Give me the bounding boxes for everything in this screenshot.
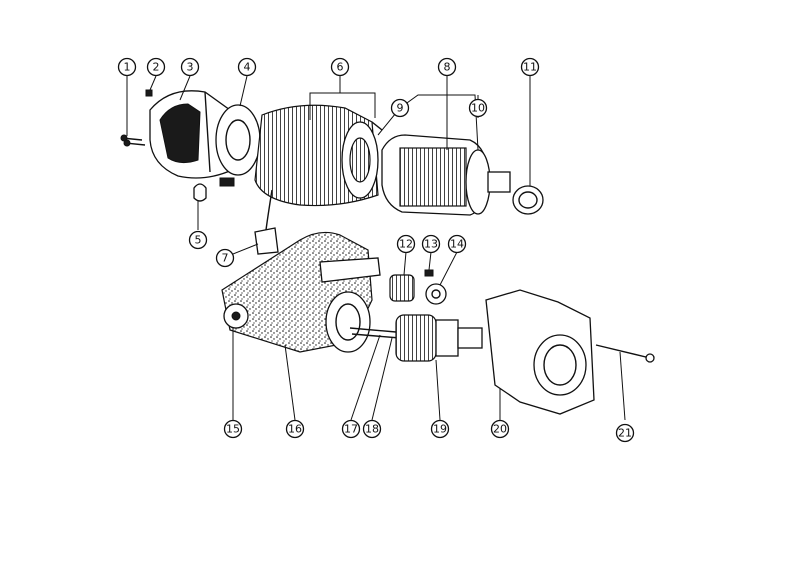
callout-13: 13 [421,234,441,254]
part-ring [425,283,447,305]
svg-text:10: 10 [471,102,485,115]
part-bolts [349,327,401,339]
svg-text:3: 3 [187,61,194,74]
leader-lines [126,75,626,421]
part-long-bolt [595,344,655,363]
svg-text:20: 20 [493,423,507,436]
callout-2: 2 [146,57,166,77]
callout-14: 14 [447,234,467,254]
svg-text:21: 21 [618,427,632,440]
svg-text:15: 15 [226,423,240,436]
callout-6: 6 [330,57,350,77]
callout-21: 21 [615,423,635,443]
svg-text:17: 17 [344,423,358,436]
part-sleeve [389,274,415,302]
callout-11: 11 [520,57,540,77]
callout-1: 1 [117,57,137,77]
part-yoke [254,104,383,207]
svg-text:16: 16 [288,423,302,436]
svg-text:2: 2 [153,61,160,74]
part-screw [120,134,146,147]
callout-7: 7 [215,248,235,268]
part-pin [424,269,434,277]
part-armature [381,134,511,216]
part-small-screw [145,89,153,97]
callout-12: 12 [396,234,416,254]
callout-16: 16 [285,419,305,439]
callout-18: 18 [362,419,382,439]
svg-text:8: 8 [444,61,451,74]
part-drive-end-bracket [485,289,595,415]
svg-text:18: 18 [365,423,379,436]
callout-3: 3 [180,57,200,77]
part-field-lead [254,189,279,255]
svg-text:5: 5 [195,234,202,247]
callout-5: 5 [188,230,208,250]
callout-10: 10 [468,98,488,118]
callout-20: 20 [490,419,510,439]
svg-text:9: 9 [397,102,404,115]
callout-17: 17 [341,419,361,439]
part-drive-pinion [395,314,483,362]
svg-text:13: 13 [424,238,438,251]
svg-text:4: 4 [244,61,251,74]
part-clip [193,183,207,202]
part-housing [221,231,381,353]
callout-4: 4 [237,57,257,77]
part-washer [512,185,544,215]
svg-text:12: 12 [399,238,413,251]
callout-9: 9 [390,98,410,118]
svg-text:6: 6 [337,61,344,74]
callout-19: 19 [430,419,450,439]
part-end-cover [149,90,233,179]
svg-text:7: 7 [222,252,229,265]
callout-8: 8 [437,57,457,77]
svg-text:19: 19 [433,423,447,436]
svg-text:14: 14 [450,238,464,251]
svg-text:1: 1 [124,61,131,74]
callout-15: 15 [223,419,243,439]
svg-text:11: 11 [523,61,537,74]
